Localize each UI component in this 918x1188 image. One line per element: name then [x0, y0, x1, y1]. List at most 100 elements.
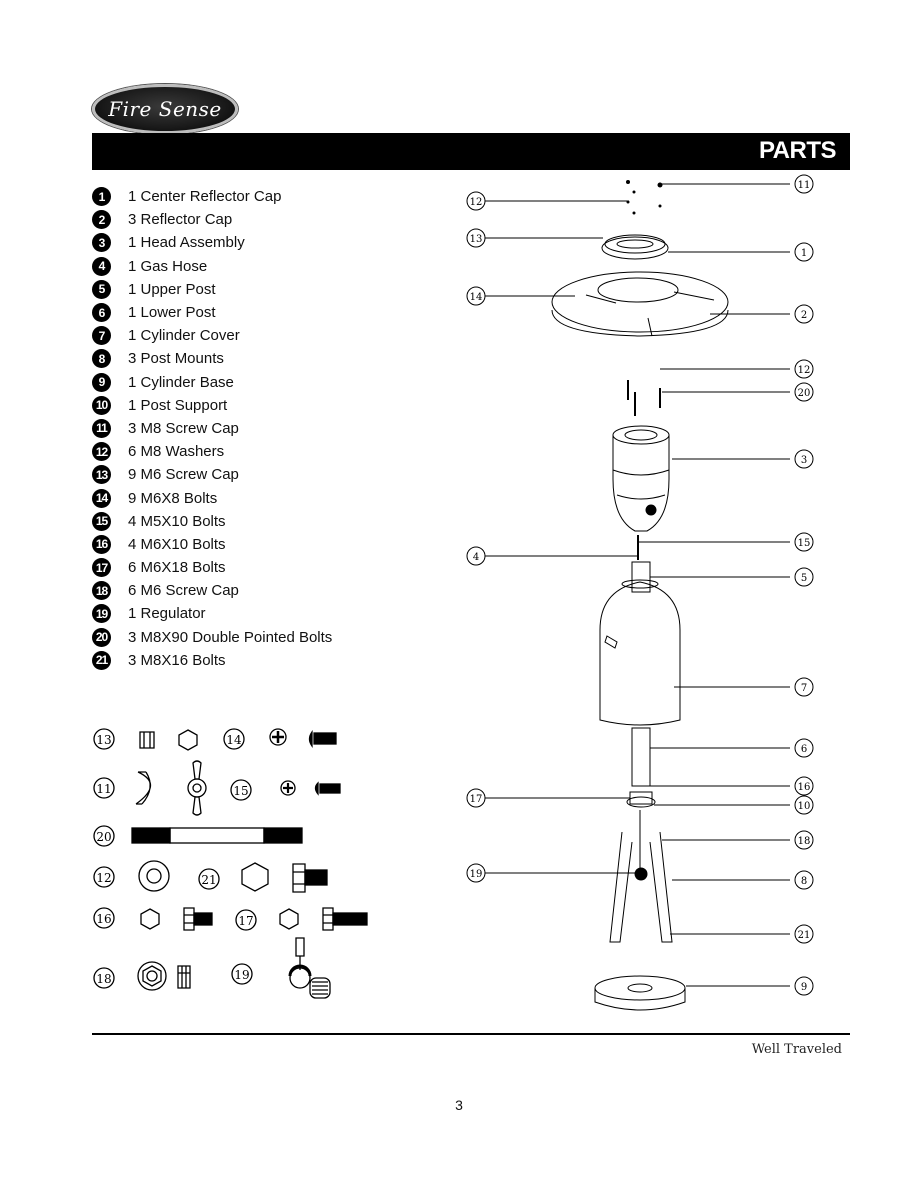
part-label: 9 M6 Screw Cap [128, 466, 239, 484]
hardware-callout: 16 [96, 912, 111, 926]
diagram-callout: 1 [801, 248, 807, 259]
part-row: 1 1 Center Reflector Cap [92, 185, 281, 208]
diagram-callout: 5 [801, 573, 807, 584]
diagram-callout: 17 [470, 794, 483, 805]
hardware-callout: 20 [96, 830, 111, 844]
part-label: 1 Post Support [128, 396, 228, 414]
hex-nut-icon [178, 729, 198, 751]
hex-head-icon [279, 908, 299, 930]
part-number-badge: 3 [92, 233, 111, 253]
post-bolts [627, 380, 661, 416]
part-row: 15 4 M5X10 Bolts [92, 510, 226, 533]
part-number-badge: 15 [92, 511, 111, 531]
page-number: 3 [455, 1097, 463, 1113]
hardware-illustrations: 13 14 11 15 20 12 [93, 728, 368, 999]
part-number-badge: 16 [92, 534, 111, 554]
post-support [626, 791, 656, 808]
part-row: 20 3 M8X90 Double Pointed Bolts [92, 626, 332, 649]
screw-cap-group [626, 180, 663, 215]
part-label: 1 Center Reflector Cap [128, 188, 282, 206]
parts-list: 1 1 Center Reflector Cap 2 3 Reflector Cap… [92, 185, 332, 672]
bolt-icon [319, 783, 341, 794]
bolt-icon [193, 912, 213, 926]
hardware-callout: 17 [238, 914, 253, 928]
section-header-bar: PARTS [92, 133, 850, 170]
diagram-callout: 14 [470, 292, 483, 303]
footer-divider [92, 1033, 850, 1035]
washer-icon [138, 860, 170, 892]
part-number-badge: 2 [92, 210, 111, 230]
post-mounts [609, 810, 673, 943]
part-label: 1 Upper Post [128, 280, 216, 298]
wing-nut-side-icon [135, 771, 152, 805]
diagram-callout: 7 [801, 683, 807, 694]
diagram-callout: 2 [801, 310, 807, 321]
diagram-callout: 19 [470, 869, 483, 880]
diagram-callout: 8 [801, 876, 807, 887]
part-number-badge: 8 [92, 349, 111, 369]
part-label: 3 M8X90 Double Pointed Bolts [128, 628, 333, 646]
hex-head-icon [241, 862, 269, 892]
diagram-callout: 6 [801, 744, 807, 755]
part-row: 19 1 Regulator [92, 602, 206, 625]
part-row: 12 6 M8 Washers [92, 440, 224, 463]
page-title: PARTS [758, 137, 837, 164]
diagram-callout: 12 [470, 197, 483, 208]
part-label: 4 M6X10 Bolts [128, 535, 226, 553]
part-number-badge: 9 [92, 372, 111, 392]
reflector [551, 271, 729, 337]
part-number-badge: 1 [92, 187, 111, 207]
diagram-callout: 16 [798, 782, 811, 793]
part-row: 16 4 M6X10 Bolts [92, 533, 226, 556]
part-number-badge: 17 [92, 558, 111, 578]
part-number-badge: 7 [92, 326, 111, 346]
part-label: 1 Regulator [128, 605, 206, 623]
part-number-badge: 12 [92, 442, 111, 462]
hardware-callout: 18 [96, 972, 111, 986]
part-label: 1 Lower Post [128, 304, 216, 322]
diagram-callout: 9 [801, 982, 807, 993]
diagram-callout: 13 [470, 234, 483, 245]
hardware-callout: 13 [96, 733, 111, 747]
wing-nut-front-icon [187, 778, 207, 798]
part-label: 6 M8 Washers [128, 443, 225, 461]
diagram-callout: 11 [798, 180, 811, 191]
phillips-head-icon [280, 780, 296, 796]
regulator [634, 867, 648, 881]
part-label: 4 M5X10 Bolts [128, 512, 226, 530]
part-label: 3 Reflector Cap [128, 211, 233, 229]
flange-nut-icon [137, 961, 167, 991]
diagram-callout: 18 [798, 836, 811, 847]
part-label: 1 Cylinder Base [128, 373, 234, 391]
hex-head-icon [140, 908, 160, 930]
part-number-badge: 4 [92, 256, 111, 276]
bolt-icon [313, 732, 337, 745]
hardware-callout: 19 [234, 968, 249, 982]
diagram-callout: 15 [798, 538, 811, 549]
part-number-badge: 19 [92, 604, 111, 624]
center-reflector-cap [601, 234, 669, 260]
diagram-callout: 10 [798, 801, 811, 812]
part-label: 3 M8X16 Bolts [128, 651, 226, 669]
callout-circle [93, 728, 115, 750]
part-number-badge: 20 [92, 627, 111, 647]
hardware-callout: 14 [226, 733, 242, 747]
hardware-callout: 11 [96, 782, 111, 796]
cylinder-cover [599, 579, 681, 726]
footer-tagline: Well Traveled [751, 1042, 842, 1057]
part-label: 3 M8 Screw Cap [128, 419, 239, 437]
diagram-callout: 3 [801, 455, 807, 466]
part-label: 6 M6 Screw Cap [128, 582, 239, 600]
hardware-callout: 12 [96, 871, 111, 885]
part-row: 2 3 Reflector Cap [92, 208, 232, 231]
callout-circle [223, 728, 245, 750]
